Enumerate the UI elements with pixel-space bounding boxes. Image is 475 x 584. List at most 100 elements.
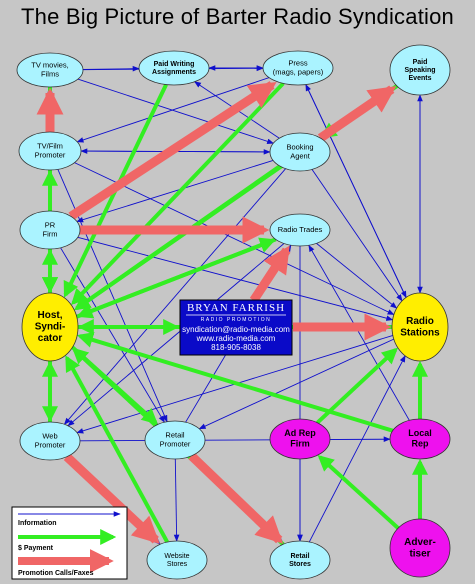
node-host-syndicator: Host,Syndi-cator [21, 292, 79, 362]
node-shape-retail-stores [269, 540, 331, 580]
info-arrow-radio_trades-to-radio_stations [316, 243, 398, 309]
logo-phone: 818-905-8038 [211, 343, 261, 352]
node-advertiser: Adver-tiser [389, 518, 451, 578]
node-label-tv-movies: TV movies, [31, 61, 69, 70]
node-label-tv-movies: Films [41, 69, 59, 78]
info-arrow-web_promoter-to-local_rep [79, 436, 391, 443]
node-label-radio-stations: Stations [400, 327, 440, 338]
pay-arrow-booking_agent-to-host_syndicator [74, 164, 282, 311]
node-shape-booking-agent [269, 132, 331, 172]
node-shape-advertiser [389, 518, 451, 578]
info-arrow-pr_firm-to-retail_promoter [60, 247, 165, 423]
node-press: Press(mags, papers) [262, 50, 334, 86]
info-arrow-radio_stations-to-press [305, 83, 407, 298]
node-label-paid-speaking: Paid [413, 59, 428, 66]
info-arrow-tv_film_promoter-to-radio_stations [74, 162, 395, 316]
pay-arrow-advertiser-to-ad_rep_firm [317, 454, 400, 530]
node-label-website-stores: Stores [167, 561, 188, 568]
logo-web: www.radio-media.com [196, 334, 276, 343]
promo-arrow-web_promoter-to-website_stores [63, 453, 160, 544]
node-label-paid-writing: Assignments [152, 69, 196, 76]
logo-tagline: RADIO PROMOTION [201, 317, 272, 323]
node-radio-trades: Radio Trades [269, 213, 331, 247]
node-shape-radio-stations [391, 292, 449, 362]
node-shape-tv-film-promoter [18, 131, 82, 171]
node-label-advertiser: tiser [409, 548, 430, 559]
node-label-paid-speaking: Events [409, 75, 432, 82]
node-label-pr-firm: PR [45, 221, 56, 230]
info-arrow-booking_agent-to-pr_firm [76, 159, 274, 223]
node-shape-paid-speaking [389, 44, 451, 96]
promo-arrow-logo-to-radio_trades [249, 245, 291, 303]
bryan-farrish-logo: BRYAN FARRISH RADIO PROMOTION syndicatio… [179, 299, 293, 356]
info-arrow-tv_movies-to-paid_writing [82, 65, 140, 72]
info-arrow-pr_firm-to-radio_stations [77, 236, 394, 321]
node-label-web-promoter: Web [42, 432, 57, 441]
logo-box [179, 299, 293, 356]
node-label-website-stores: Website [164, 553, 189, 560]
node-label-press: (mags, papers) [273, 67, 324, 76]
info-arrow-retail_stores-to-radio_stations [308, 355, 406, 543]
node-label-host-syndicator: Syndi- [35, 322, 66, 333]
node-shape-web-promoter [19, 421, 81, 461]
info-arrow-retail_promoter-to-website_stores [173, 458, 180, 542]
node-label-host-syndicator: Host, [38, 310, 63, 321]
logo-email: syndication@radio-media.com [182, 325, 290, 334]
node-label-tv-film-promoter: Promoter [35, 150, 66, 159]
node-label-local-rep: Local [408, 428, 432, 438]
info-arrow-radio_stations-to-retail_promoter [198, 338, 394, 430]
legend: Information $ Payment Promotion Calls/Fa… [11, 506, 128, 580]
node-label-retail-promoter: Promoter [160, 439, 191, 448]
node-shape-local-rep [389, 418, 451, 460]
node-label-paid-speaking: Speaking [404, 67, 435, 74]
node-label-booking-agent: Agent [290, 151, 311, 160]
info-arrow-local_rep-to-radio_trades [308, 244, 410, 421]
info-arrow-press-to-tv_film_promoter [76, 77, 270, 143]
node-label-retail-stores: Retail [290, 553, 309, 560]
promo-arrow-booking_agent-to-paid_speaking [317, 85, 397, 142]
node-label-web-promoter: Promoter [35, 440, 66, 449]
node-shape-website-stores [146, 540, 208, 580]
pay-arrow-press-to-host_syndicator [71, 82, 285, 306]
node-shape-press [262, 50, 334, 86]
node-label-host-syndicator: cator [38, 333, 63, 344]
info-arrow-booking_agent-to-radio_stations [311, 169, 403, 302]
legend-information-label: Information [18, 520, 57, 527]
node-shape-paid-writing [138, 50, 210, 86]
node-label-press: Press [288, 59, 307, 68]
pay-arrow-website_stores-to-host_syndicator [65, 355, 169, 543]
node-tv-movies: TV movies,Films [16, 52, 84, 88]
node-label-local-rep: Rep [411, 439, 429, 449]
pay-arrow-host_syndicator-to-radio_trades [75, 237, 276, 319]
node-label-pr-firm: Firm [43, 229, 58, 238]
logo-name: BRYAN FARRISH [187, 302, 285, 314]
node-shape-ad-rep-firm [269, 418, 331, 460]
node-shape-pr-firm [19, 210, 81, 250]
info-arrow-tv_movies-to-booking_agent [77, 78, 275, 144]
node-label-radio-stations: Radio [406, 316, 434, 327]
promo-arrow-pr_firm-to-press [68, 81, 277, 221]
pay-arrow-local_rep-to-host_syndicator [76, 332, 394, 433]
node-shape-tv-movies [16, 52, 84, 88]
node-label-ad-rep-firm: Ad Rep [284, 428, 316, 438]
node-shape-host-syndicator [21, 292, 79, 362]
node-label-retail-promoter: Retail [165, 431, 185, 440]
legend-promotion-label: Promotion Calls/Faxes [18, 570, 94, 577]
node-label-retail-stores: Stores [289, 561, 311, 568]
node-label-paid-writing: Paid Writing [154, 61, 195, 68]
node-label-tv-film-promoter: TV/Film [37, 142, 63, 151]
legend-box [11, 506, 128, 580]
info-arrow-booking_agent-to-web_promoter [63, 168, 286, 425]
